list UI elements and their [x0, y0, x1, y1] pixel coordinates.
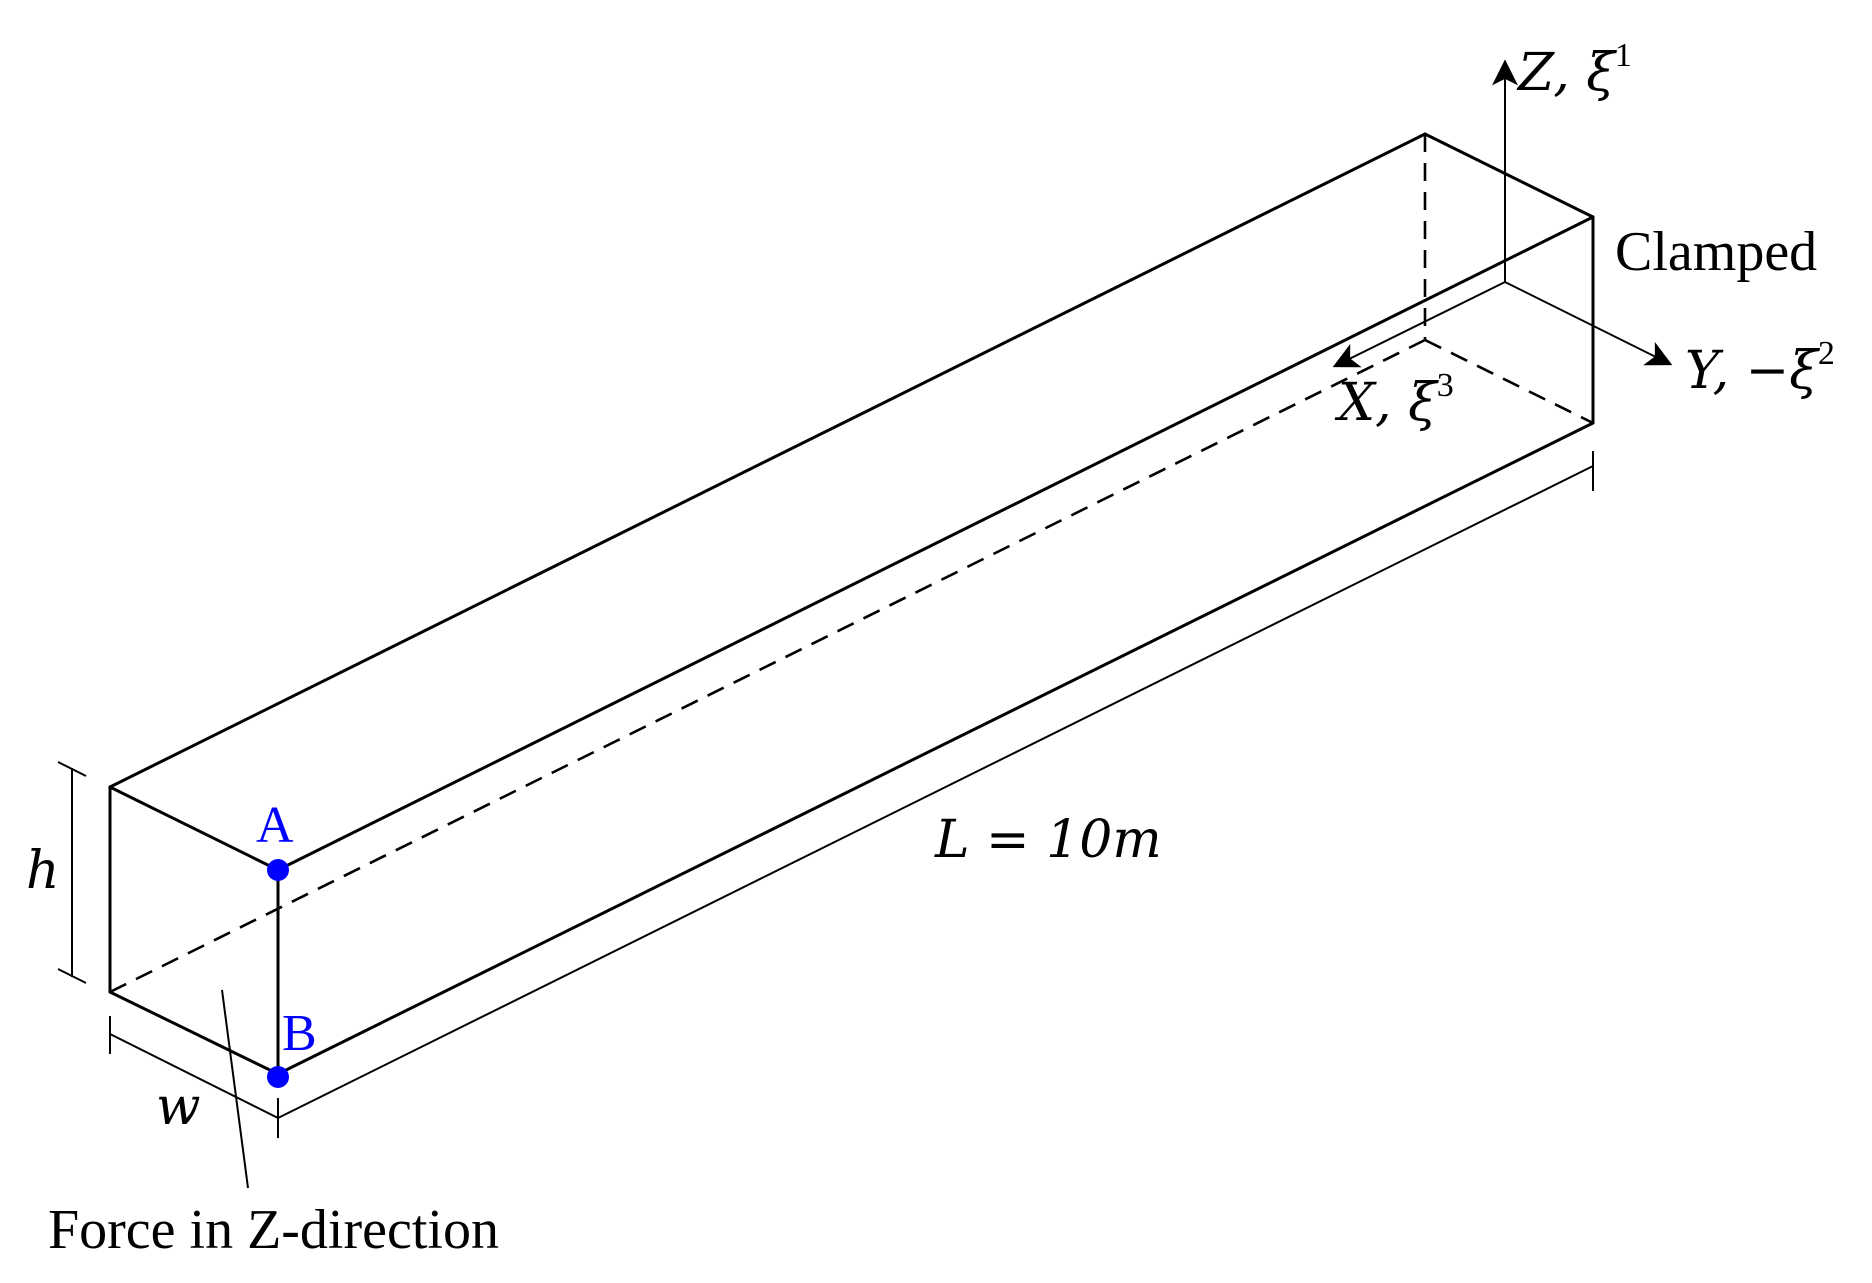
y-axis-arrow	[1504, 281, 1673, 366]
edge-top-far	[108, 132, 1427, 789]
hidden-edge-bottom-far	[109, 338, 1426, 994]
width-dimension-line	[109, 1033, 279, 1119]
z-axis-label: Z, ξ1	[1516, 37, 1632, 103]
edge-top-near	[276, 215, 1595, 872]
clamped-label: Clamped	[1615, 221, 1817, 283]
force-callout-line	[221, 989, 249, 1189]
beam-solid-edges	[108, 132, 1595, 1076]
beam-hidden-edges	[109, 134, 1594, 994]
force-label: Force in Z-direction	[48, 1199, 499, 1261]
point-b: B	[267, 1005, 317, 1088]
coordinate-axes: Z, ξ1 Y, −ξ2 X, ξ3	[1332, 37, 1835, 433]
point-b-label: B	[282, 1005, 317, 1062]
x-axis-arrow	[1332, 281, 1506, 368]
width-label: w	[156, 1077, 201, 1137]
height-tick-top	[57, 761, 87, 777]
edge-bottom-left-end	[108, 990, 280, 1076]
height-tick-bottom	[57, 968, 87, 984]
length-label: L = 10m	[934, 810, 1162, 870]
length-dimension	[277, 451, 1594, 1138]
point-a-marker	[267, 859, 289, 881]
height-label: h	[26, 841, 60, 901]
x-axis-label: X, ξ3	[1334, 367, 1454, 433]
height-dimension	[57, 761, 87, 984]
point-a-label: A	[256, 797, 294, 854]
y-axis-label: Y, −ξ2	[1685, 335, 1835, 401]
length-dimension-line	[277, 465, 1594, 1119]
edge-top-right-end	[1423, 132, 1595, 219]
point-b-marker	[267, 1066, 289, 1088]
point-a: A	[256, 797, 294, 881]
hidden-edge-right-bottom	[1424, 338, 1594, 425]
edge-bottom-near	[276, 421, 1595, 1076]
edge-top-left-end	[108, 785, 280, 872]
width-dimension	[109, 1016, 279, 1138]
